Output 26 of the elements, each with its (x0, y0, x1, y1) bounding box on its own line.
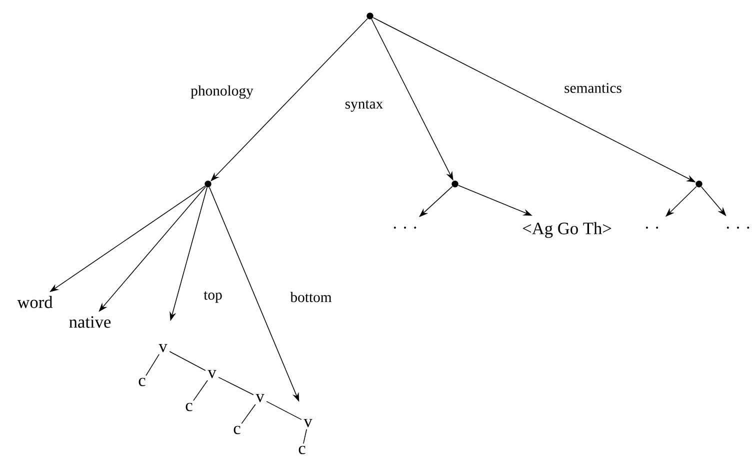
tree-label: word (17, 296, 53, 308)
tree-label: v (208, 370, 216, 378)
tree-line (146, 354, 160, 376)
tree-label: c (298, 446, 306, 454)
tree-label: v (256, 394, 264, 402)
tree-line (193, 380, 208, 401)
tree-label: <Ag Go Th> (522, 222, 612, 238)
tree-label: c (234, 426, 240, 434)
edge-label: bottom (288, 290, 334, 304)
tree-label: c (186, 402, 192, 412)
edge-label: syntax (344, 98, 384, 114)
tree-label: v (158, 344, 168, 352)
tree-label: c (138, 378, 146, 386)
tree-label: · · (646, 226, 658, 229)
tree-line (169, 351, 206, 371)
tree-label: v (304, 418, 312, 428)
tree-line (241, 404, 256, 424)
edge-label: top (202, 290, 224, 304)
tree-label: native (69, 316, 111, 328)
edge-label: semantics (562, 82, 624, 94)
tree-label: · · · (394, 226, 416, 229)
edge-label: phonology (189, 84, 255, 100)
tree-line (303, 428, 307, 444)
tree-line (218, 376, 254, 396)
tree-line (266, 401, 302, 420)
tree-label: · · · (726, 226, 750, 229)
